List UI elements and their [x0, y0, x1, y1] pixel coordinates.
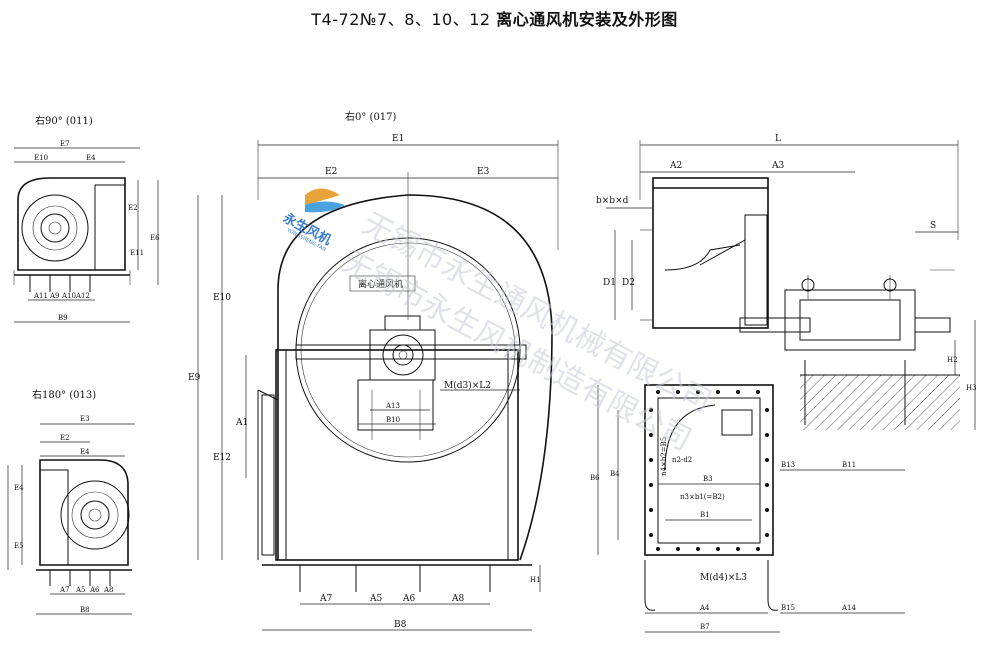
- label-A3: A3: [771, 161, 784, 171]
- label-E6: E6: [150, 234, 160, 242]
- label-E12: E12: [213, 453, 231, 463]
- label-E2-center: E2: [325, 167, 337, 177]
- label-B7: B7: [700, 623, 710, 631]
- label-B13: B13: [781, 461, 795, 469]
- label-bbd: b×b×d: [596, 196, 629, 206]
- label-A5-r180: A5: [75, 586, 86, 594]
- label-A12: A12: [75, 292, 90, 300]
- label-A8: A8: [451, 594, 464, 604]
- view-label-right90: 右90° (011): [35, 114, 93, 127]
- label-E10-center: E10: [213, 293, 231, 303]
- label-B3: B3: [703, 475, 713, 483]
- label-A11: A11: [33, 292, 48, 300]
- label-S: S: [930, 221, 936, 231]
- label-A7: A7: [319, 594, 332, 604]
- label-A10: A10: [61, 292, 76, 300]
- label-E1: E1: [392, 134, 404, 144]
- view-side: L A2 A3 b×b×d D1 D2 S: [590, 134, 977, 633]
- title-prefix: T4-72№7、8、10、12: [311, 10, 491, 29]
- label-B10: B10: [386, 416, 400, 424]
- label-n2d2: n2-d2: [672, 456, 692, 464]
- label-E4-side: E4: [14, 484, 24, 492]
- label-B15: B15: [781, 604, 795, 612]
- label-B1: B1: [700, 511, 710, 519]
- label-A6: A6: [402, 594, 415, 604]
- label-E2-r180: E2: [60, 434, 70, 442]
- view-label-right0: 右0° (017): [345, 110, 397, 123]
- label-E10: E10: [34, 154, 48, 162]
- label-E4-r180: E4: [80, 448, 90, 456]
- nameplate: 离心通风机: [358, 278, 403, 290]
- label-A6-r180: A6: [89, 586, 100, 594]
- label-A2: A2: [669, 161, 682, 171]
- label-D1: D1: [603, 278, 616, 288]
- label-E4: E4: [86, 154, 96, 162]
- label-B6: B6: [590, 474, 600, 482]
- view-right0: 右0° (017) E1 E2 E3: [188, 110, 559, 631]
- label-Md4L3: M(d4)×L3: [700, 572, 747, 583]
- label-B8: B8: [80, 606, 90, 614]
- label-B4: B4: [610, 470, 620, 478]
- label-H2: H2: [947, 356, 958, 364]
- label-L: L: [775, 134, 781, 144]
- label-E3-r180: E3: [80, 415, 90, 423]
- label-Md3L2: M(d3)×L2: [444, 380, 491, 391]
- title-main: 离心通风机安装及外形图: [496, 10, 678, 29]
- page-title: T4-72№7、8、10、12 离心通风机安装及外形图: [0, 6, 989, 30]
- label-n3b1B2: n3×b1(=B2): [680, 493, 725, 501]
- label-A7-r180: A7: [59, 586, 70, 594]
- label-E7: E7: [60, 140, 70, 148]
- label-E11: E11: [130, 249, 144, 257]
- label-E9: E9: [188, 373, 201, 383]
- view-right90: 右90° (011) E7 E10 E4 E2 E11 E6 A11 A9 A1…: [13, 114, 160, 323]
- label-B8-center: B8: [394, 620, 407, 630]
- label-B9: B9: [58, 314, 68, 322]
- logo: 永生风机 YONGSHENG FAN: [280, 188, 345, 253]
- label-A14: A14: [841, 604, 857, 612]
- label-n4b2B5: n4×b2=B5: [660, 437, 668, 476]
- label-H3: H3: [966, 384, 977, 392]
- label-A1: A1: [235, 418, 248, 428]
- label-E5: E5: [14, 542, 24, 550]
- label-A13: A13: [385, 402, 400, 410]
- label-A4: A4: [699, 604, 710, 612]
- label-A5: A5: [369, 594, 382, 604]
- label-D2: D2: [622, 278, 635, 288]
- view-right180: 右180° (013) E3 E2 E4 E4 E5 A7 A5 A6 A8 B…: [7, 388, 135, 615]
- label-E3-center: E3: [477, 167, 490, 177]
- label-A9: A9: [49, 292, 60, 300]
- label-B11: B11: [842, 461, 856, 469]
- label-A8-r180: A8: [103, 586, 114, 594]
- label-E2-r90: E2: [128, 204, 138, 212]
- label-H1: H1: [530, 576, 541, 584]
- view-label-right180: 右180° (013): [32, 388, 96, 401]
